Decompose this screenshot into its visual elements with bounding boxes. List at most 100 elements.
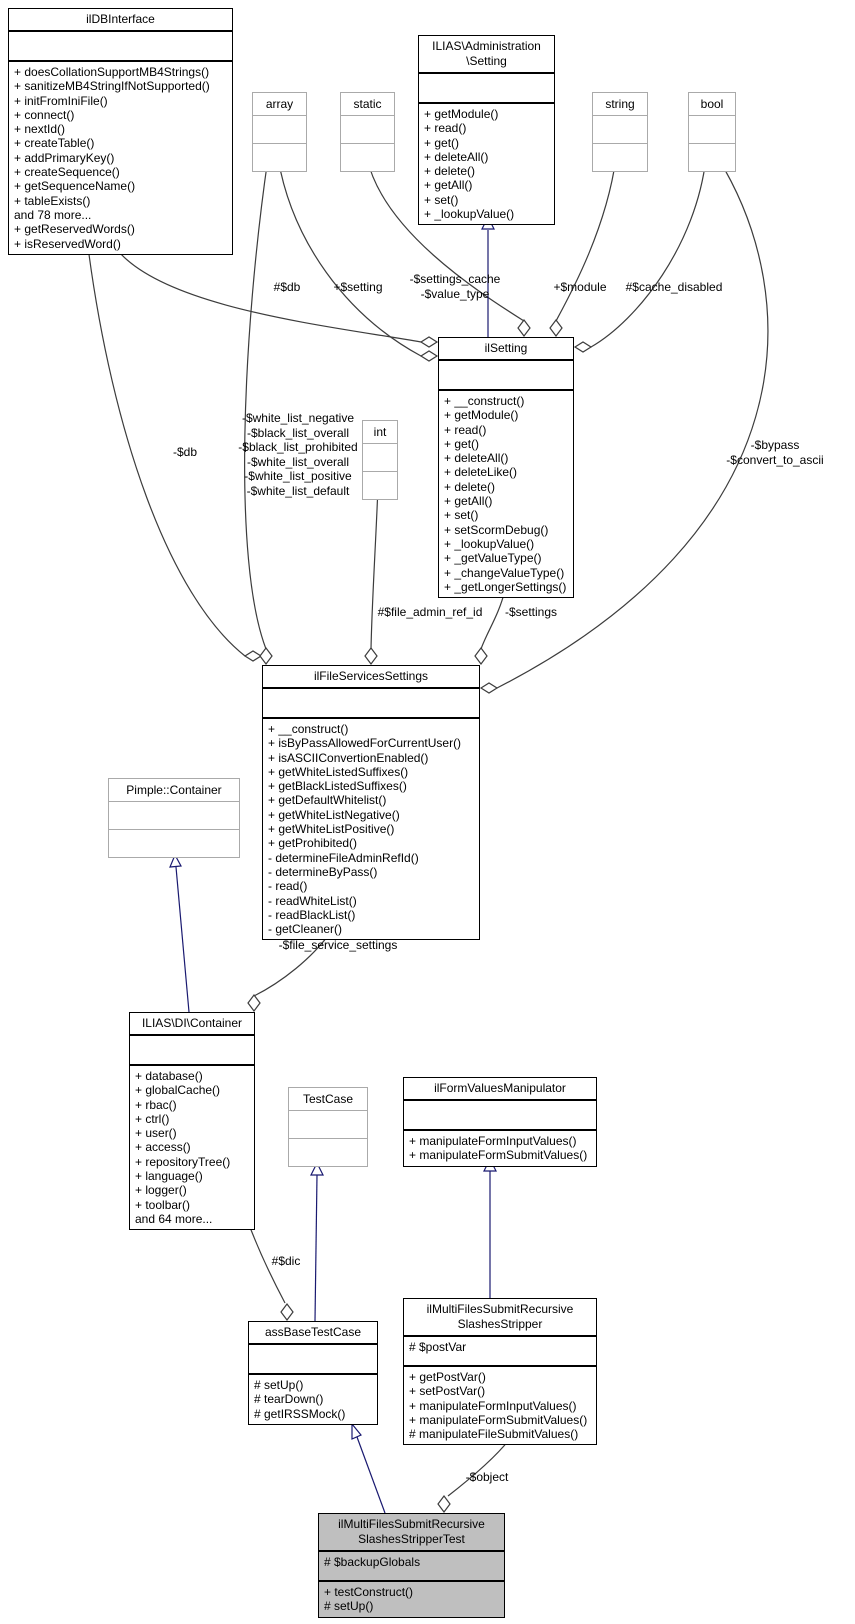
edge-label-setting: +$setting (333, 280, 383, 294)
class-title: bool (689, 93, 735, 116)
class-box-bool: bool (688, 92, 736, 172)
class-member: + initFromIniFile() (14, 93, 108, 108)
class-attributes: # $postVar (404, 1337, 596, 1367)
class-member: + read() (424, 121, 467, 136)
class-member: - determineFileAdminRefId() (268, 850, 419, 865)
class-member: + deleteAll() (424, 149, 489, 164)
edge-label-white-lists: -$white_list_negative -$black_list_overa… (238, 411, 358, 498)
class-box-int: int (362, 420, 398, 500)
class-attributes (593, 116, 647, 144)
class-member: and 78 more... (14, 207, 92, 222)
class-member: + sanitizeMB4StringIfNotSupported() (14, 79, 210, 94)
class-box-string: string (592, 92, 648, 172)
edge-stripper-strippertest (437, 1435, 513, 1513)
class-box-ilmultifilessubmitrecursiveslashesstrippertest: ilMultiFilesSubmitRecursive SlashesStrip… (318, 1513, 505, 1618)
edge-label-file-admin-ref-id: #$file_admin_ref_id (377, 605, 483, 619)
edge-label-dic: #$dic (271, 1254, 301, 1268)
class-member: + doesCollationSupportMB4Strings() (14, 65, 210, 79)
class-attributes (109, 802, 239, 830)
class-member: + nextId() (14, 122, 66, 137)
edge-ilsetting-ilfileservicessettings (474, 589, 506, 665)
class-member: + connect() (14, 107, 75, 122)
class-member: + deleteAll() (444, 451, 509, 466)
class-member: + tableExists() (14, 193, 91, 208)
class-title: ilMultiFilesSubmitRecursive SlashesStrip… (404, 1299, 596, 1337)
class-box-ilformvaluesmanipulator[interactable]: ilFormValuesManipulator + manipulateForm… (403, 1077, 597, 1167)
class-member: + _getValueType() (444, 551, 542, 566)
class-box-ilsetting[interactable]: ilSetting + __construct()+ getModule()+ … (438, 337, 574, 599)
class-attributes (439, 361, 573, 391)
class-box-ilfileservicessettings[interactable]: ilFileServicesSettings + __construct()+ … (262, 665, 480, 941)
class-member: + user() (135, 1126, 177, 1141)
edge-array-ilfileservicessettings (244, 157, 273, 665)
class-member: + addPrimaryKey() (14, 150, 115, 165)
class-member: + delete() (424, 164, 476, 179)
class-member: + _changeValueType() (444, 565, 565, 580)
class-attributes (341, 116, 394, 144)
class-attributes (363, 444, 397, 472)
class-box-ilias-administration-setting[interactable]: ILIAS\Administration \Setting + getModul… (418, 35, 555, 226)
class-methods (593, 144, 647, 171)
class-member: + __construct() (444, 394, 525, 408)
edge-ildbinterface-ilfileservicessettings (87, 246, 263, 662)
class-box-ilias-di-container[interactable]: ILIAS\DI\Container + database()+ globalC… (129, 1012, 255, 1231)
class-box-assbasetestcase[interactable]: assBaseTestCase # setUp()# tearDown()# g… (248, 1321, 378, 1425)
edge-ildbinterface-ilsetting (114, 246, 439, 348)
class-member: + manipulateFormSubmitValues() (409, 1148, 588, 1163)
class-member: + getReservedWords() (14, 222, 135, 237)
class-methods: + database()+ globalCache()+ rbac()+ ctr… (130, 1066, 254, 1229)
edge-label-settings: -$settings (504, 605, 558, 619)
class-member: # tearDown() (254, 1392, 324, 1407)
class-attributes (289, 1111, 367, 1139)
class-title: string (593, 93, 647, 116)
class-member: # $backupGlobals (324, 1555, 421, 1569)
class-member: + access() (135, 1140, 191, 1155)
class-member: + manipulateFormInputValues() (409, 1134, 577, 1148)
class-box-ilmultifilessubmitrecursiveslashesstripper[interactable]: ilMultiFilesSubmitRecursive SlashesStrip… (403, 1298, 597, 1446)
edge-label-db-fss: -$db (172, 445, 198, 459)
class-title: TestCase (289, 1088, 367, 1111)
class-member: + toolbar() (135, 1197, 191, 1212)
edge-label-bypass: -$bypass -$convert_to_ascii (726, 438, 824, 467)
class-member: + createTable() (14, 136, 95, 151)
class-methods: + getModule()+ read()+ get()+ deleteAll(… (419, 104, 554, 224)
class-member: # manipulateFileSubmitValues() (409, 1427, 579, 1442)
class-member: + _lookupValue() (424, 207, 515, 222)
edge-label-file-service-settings: -$file_service_settings (278, 938, 398, 952)
class-member: + manipulateFormInputValues() (409, 1398, 577, 1413)
class-member: + get() (444, 436, 480, 451)
class-box-pimple-container: Pimple::Container (108, 778, 240, 858)
class-methods: + __construct()+ isByPassAllowedForCurre… (263, 719, 479, 939)
class-title: array (253, 93, 306, 116)
class-member: + getWhiteListNegative() (268, 807, 400, 822)
class-title: ILIAS\Administration \Setting (419, 36, 554, 74)
class-member: + getWhiteListedSuffixes() (268, 764, 409, 779)
edge-ilfileservicessettings-iliasdicontainer (247, 932, 331, 1012)
class-member: # getIRSSMock() (254, 1406, 346, 1421)
class-member: + isASCIIConvertionEnabled() (268, 750, 429, 765)
class-attributes (9, 32, 232, 62)
class-member: + language() (135, 1169, 203, 1184)
class-member: + getSequenceName() (14, 179, 136, 194)
edge-string-ilsetting (549, 157, 617, 337)
class-member: - readBlackList() (268, 907, 356, 922)
class-methods: + doesCollationSupportMB4Strings()+ sani… (9, 62, 232, 254)
class-member: + database() (135, 1069, 203, 1083)
class-title: ilMultiFilesSubmitRecursive SlashesStrip… (319, 1514, 504, 1552)
class-member: + manipulateFormSubmitValues() (409, 1412, 588, 1427)
edge-bool-ilsetting (573, 157, 707, 353)
class-member: # setUp() (254, 1378, 304, 1392)
class-box-ildbinterface[interactable]: ilDBInterface + doesCollationSupportMB4S… (8, 8, 233, 255)
class-member: + getWhiteListPositive() (268, 822, 395, 837)
class-member: # $postVar (409, 1340, 467, 1354)
class-methods (109, 830, 239, 857)
class-member: + globalCache() (135, 1083, 221, 1098)
class-title: int (363, 421, 397, 444)
class-attributes (689, 116, 735, 144)
class-methods: + testConstruct()# setUp() (319, 1582, 504, 1617)
class-methods: + __construct()+ getModule()+ read()+ ge… (439, 391, 573, 597)
class-member: + createSequence() (14, 165, 120, 180)
class-member: + ctrl() (135, 1111, 170, 1126)
class-box-array: array (252, 92, 307, 172)
